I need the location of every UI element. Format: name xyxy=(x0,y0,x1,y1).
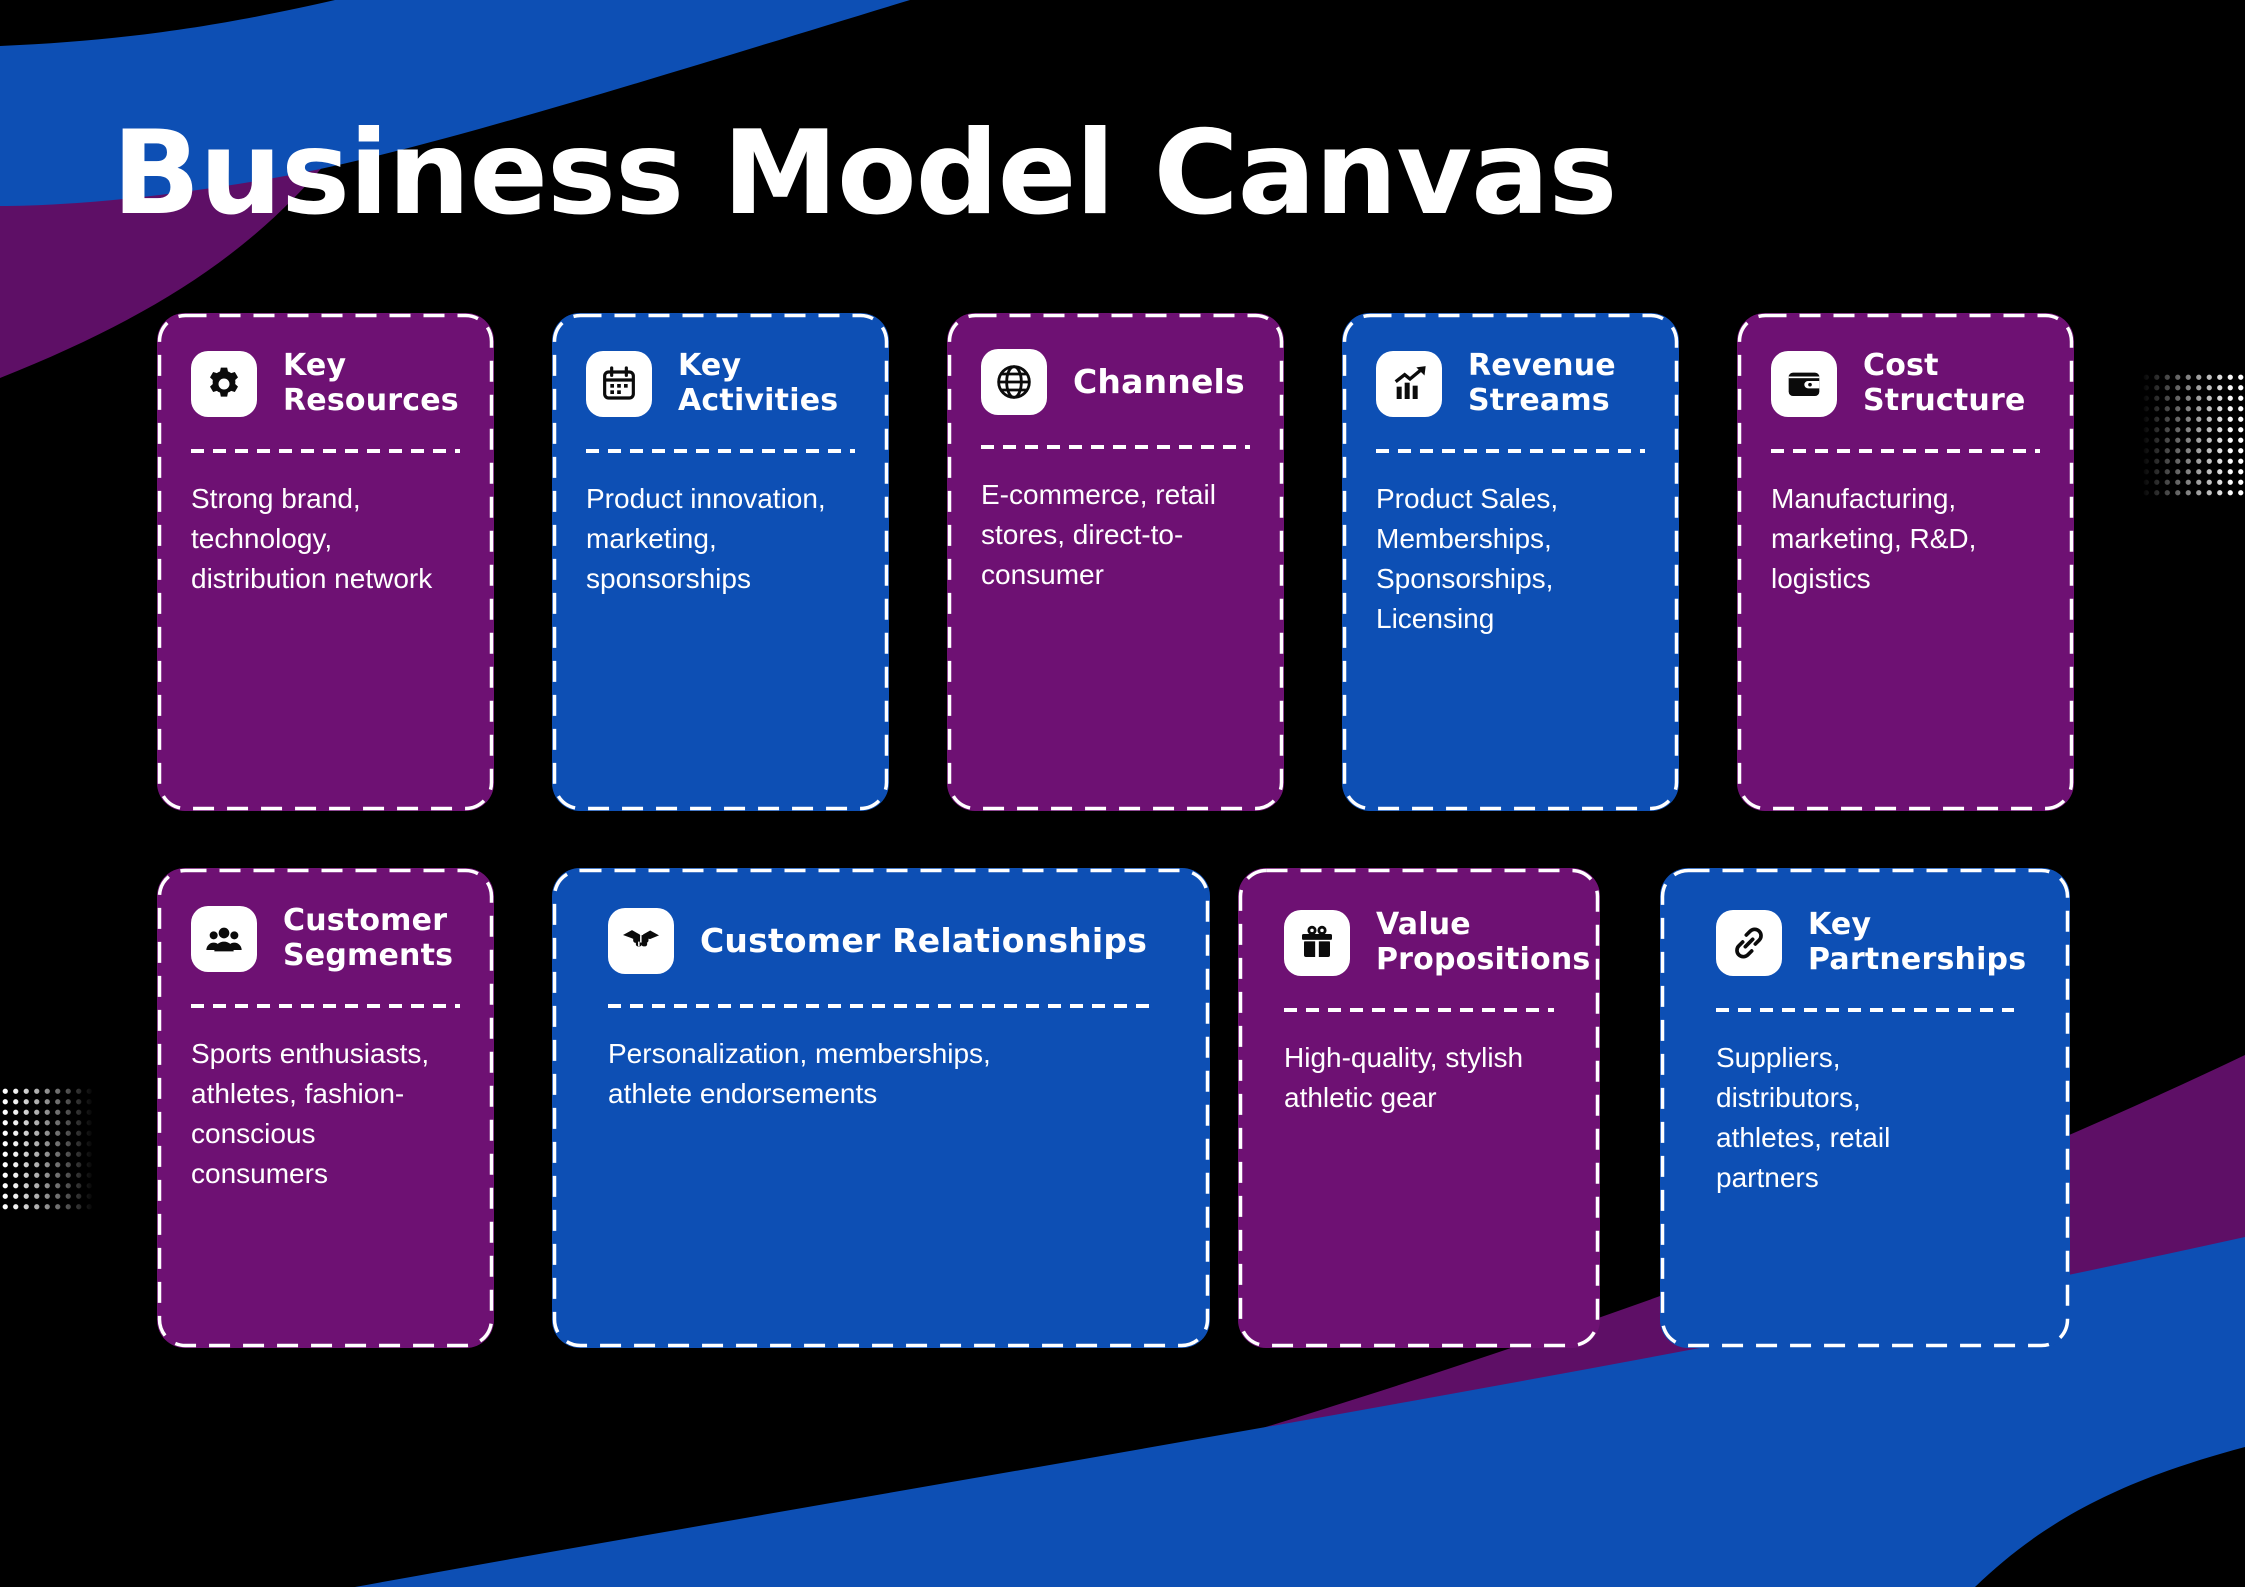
dashed-divider xyxy=(191,1003,460,1008)
card-header: Channels xyxy=(981,349,1250,415)
dashed-divider xyxy=(586,448,855,453)
people-group-icon xyxy=(191,905,257,972)
page-title: Business Model Canvas xyxy=(112,106,1617,241)
card-key-partnerships: Key Partnerships Suppliers, distributors… xyxy=(1660,868,2070,1348)
card-header: Customer Segments xyxy=(191,903,460,974)
card-header: Revenue Streams xyxy=(1376,348,1645,419)
card-header: Key Resources xyxy=(191,348,460,419)
gift-icon xyxy=(1284,909,1350,976)
globe-icon xyxy=(981,349,1047,415)
card-key-activities: Key Activities Product innovation, marke… xyxy=(552,313,889,811)
card-header: Customer Relationships xyxy=(608,908,1154,974)
card-body: Product Sales, Memberships, Sponsorships… xyxy=(1376,482,1559,634)
card-header: Key Activities xyxy=(586,348,855,419)
card-body: Strong brand, technology, distribution n… xyxy=(191,482,433,594)
handshake-icon xyxy=(608,908,674,974)
halftone-pattern-right xyxy=(2141,372,2245,500)
card-customer-segments: Customer Segments Sports enthusiasts, at… xyxy=(157,868,494,1348)
card-title: Customer Segments xyxy=(283,903,454,973)
calendar-icon xyxy=(586,350,652,417)
halftone-pattern-left xyxy=(0,1086,94,1214)
card-title: Cost Structure xyxy=(1863,348,2026,418)
card-title: Key Activities xyxy=(678,348,839,418)
card-title: Revenue Streams xyxy=(1468,348,1616,418)
card-revenue-streams: Revenue Streams Product Sales, Membershi… xyxy=(1342,313,1679,811)
dashed-divider xyxy=(1376,448,1645,453)
dashed-divider xyxy=(1771,448,2040,453)
card-customer-relationships: Customer Relationships Personalization, … xyxy=(552,868,1210,1348)
card-body: Product innovation, marketing, sponsorsh… xyxy=(586,482,826,594)
card-value-propositions: Value Propositions High-quality, stylish… xyxy=(1238,868,1600,1348)
card-header: Cost Structure xyxy=(1771,348,2040,419)
card-body: High-quality, stylish athletic gear xyxy=(1284,1041,1524,1113)
wallet-icon xyxy=(1771,350,1837,417)
dashed-divider xyxy=(608,1004,1154,1008)
card-body: Personalization, memberships, athlete en… xyxy=(608,1038,991,1110)
chain-link-icon xyxy=(1716,909,1782,976)
card-title: Value Propositions xyxy=(1376,907,1591,977)
dashed-divider xyxy=(1716,1007,2014,1012)
card-body: Suppliers, distributors, athletes, retai… xyxy=(1716,1041,1891,1193)
card-channels: Channels E-commerce, retail stores, dire… xyxy=(947,313,1284,811)
card-cost-structure: Cost Structure Manufacturing, marketing,… xyxy=(1737,313,2074,811)
card-header: Value Propositions xyxy=(1284,907,1590,978)
card-body: E-commerce, retail stores, direct-to- co… xyxy=(981,479,1216,591)
card-body: Sports enthusiasts, athletes, fashion- c… xyxy=(191,1037,430,1189)
card-key-resources: Key Resources Strong brand, technology, … xyxy=(157,313,494,811)
dashed-divider xyxy=(981,445,1250,449)
card-title: Channels xyxy=(1073,361,1245,401)
gear-icon xyxy=(191,350,257,417)
card-title: Customer Relationships xyxy=(700,920,1148,960)
card-header: Key Partnerships xyxy=(1716,907,2026,978)
dashed-divider xyxy=(1284,1007,1554,1012)
card-title: Key Partnerships xyxy=(1808,907,2027,977)
growth-chart-icon xyxy=(1376,350,1442,417)
dashed-divider xyxy=(191,448,460,453)
card-title: Key Resources xyxy=(283,348,459,418)
card-body: Manufacturing, marketing, R&D, logistics xyxy=(1771,482,1977,594)
